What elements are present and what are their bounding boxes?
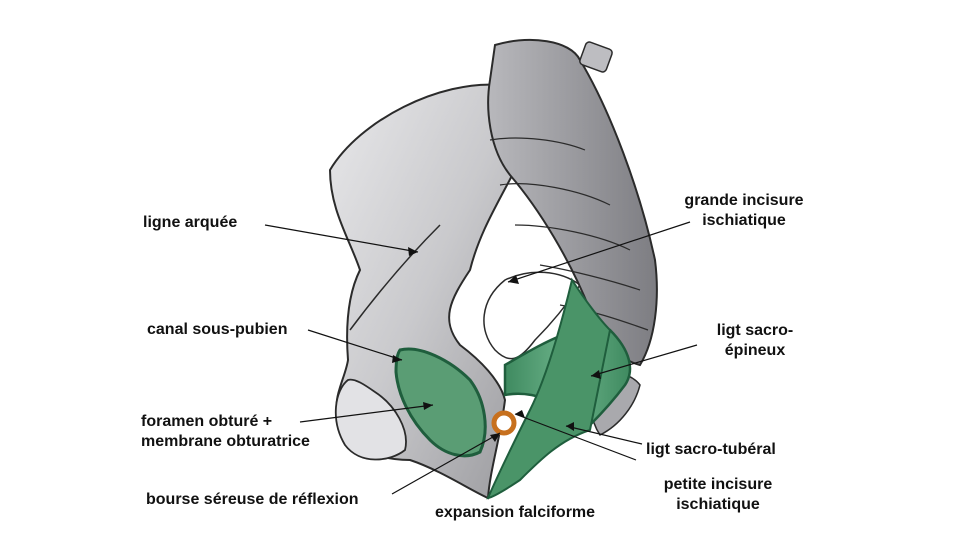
label-grande-line2: ischiatique [702, 212, 786, 229]
leader-bourse [391, 432, 501, 495]
label-sacro-tuberal: ligt sacro-tubéral [646, 440, 776, 460]
leader-foramen [299, 404, 434, 423]
leader-sacro-epineux [590, 344, 698, 377]
leader-sacro-tuberal [565, 425, 643, 445]
label-foramen-line1: foramen obturé + [141, 413, 273, 430]
arrow-heads [392, 247, 601, 442]
label-expansion-falciforme: expansion falciforme [435, 503, 595, 523]
label-bourse-sereuse: bourse séreuse de réflexion [146, 490, 359, 510]
label-foramen-line2: membrane obturatrice [141, 433, 310, 450]
sacrotuberous-ligament [486, 277, 612, 500]
leader-grande [507, 221, 691, 283]
sacrum [487, 39, 658, 367]
label-bourse-text: bourse séreuse de réflexion [146, 491, 359, 508]
sciatic-notch [483, 271, 582, 360]
label-sacro-epineux-line1: ligt sacro- [716, 322, 794, 339]
leader-canal [307, 329, 403, 361]
label-sacro-tuberal-text: ligt sacro-tubéral [646, 441, 776, 458]
label-petite-line2: ischiatique [676, 496, 760, 513]
label-petite-incisure: petite incisure ischiatique [648, 475, 788, 515]
label-sacro-epineux-line2: épineux [724, 342, 786, 359]
label-petite-line1: petite incisure [663, 476, 773, 493]
arcuate-line [349, 224, 441, 331]
leader-ligne-arquee [264, 224, 419, 253]
leader-petite [514, 413, 637, 461]
label-foramen-obture: foramen obturé + membrane obturatrice [141, 412, 310, 452]
vertebra-top [579, 41, 613, 73]
label-canal-text: canal sous-pubien [147, 321, 288, 338]
label-sacro-epineux: ligt sacro- épineux [700, 321, 810, 361]
label-grande-incisure: grande incisure ischiatique [674, 191, 814, 231]
leader-lines [264, 221, 698, 495]
bursa-ring [491, 410, 517, 436]
label-grande-line1: grande incisure [684, 192, 804, 209]
label-canal-sous-pubien: canal sous-pubien [147, 320, 287, 340]
label-ligne-arquee-text: ligne arquée [143, 214, 238, 231]
pubic-bone [334, 378, 407, 461]
label-ligne-arquee: ligne arquée [143, 213, 237, 233]
label-expansion-text: expansion falciforme [435, 504, 596, 521]
obturator-membrane [394, 347, 487, 458]
